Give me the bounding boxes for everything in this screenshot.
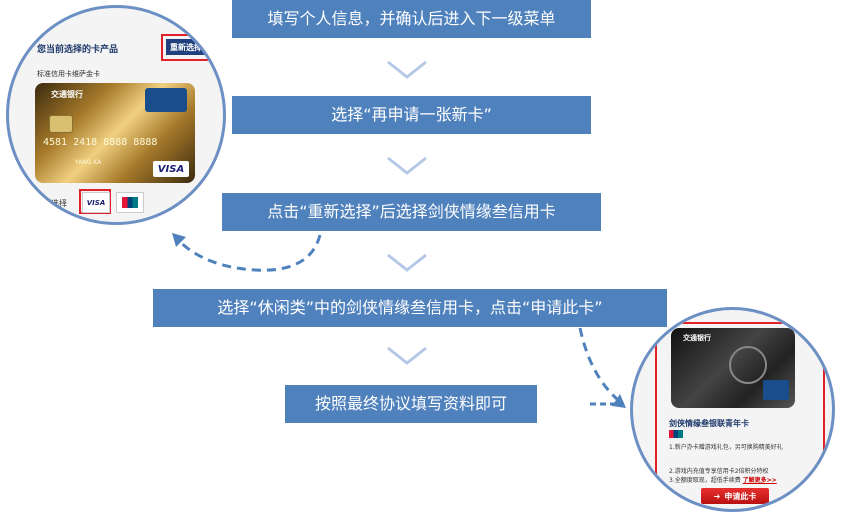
apply-button-label: 申请此卡 <box>724 491 756 502</box>
card-name: 标准信用卡维萨金卡 <box>37 69 100 79</box>
benefit-2: 2.游戏内充值专享信用卡2倍积分特权 <box>669 466 769 475</box>
step-2-box: 选择“再申请一张新卡” <box>232 96 591 134</box>
visa-option[interactable]: VISA <box>82 192 110 213</box>
chevron-down-icon <box>385 252 429 274</box>
chip-icon <box>49 115 73 133</box>
visa-card-logo: VISA <box>153 161 189 177</box>
black-card-image: 交通银行 <box>671 328 795 408</box>
unionpay-badge-icon <box>763 380 789 400</box>
unionpay-option-icon <box>122 197 138 208</box>
unionpay-badge-icon <box>145 88 187 112</box>
step-1-box: 填写个人信息，并确认后进入下一级菜单 <box>232 0 591 38</box>
gold-card-image: 交通银行 4581 2418 8888 8888 YANG KA VISA <box>35 83 195 183</box>
unionpay-small-icon <box>669 430 683 438</box>
card-holder: YANG KA <box>75 159 101 166</box>
step-3-label: 点击“重新选择”后选择剑侠情缘叁信用卡 <box>267 204 556 220</box>
benefit-3: 3.全额度取现，超低手续费 了解更多>> <box>669 475 777 484</box>
step-4-label: 选择“休闲类”中的剑侠情缘叁信用卡，点击“申请此卡” <box>217 300 602 316</box>
apply-button[interactable]: ➔ 申请此卡 <box>701 488 769 504</box>
benefit-1-text: 1.新户办卡赠游戏礼包，另可换购精美好礼 <box>669 444 783 451</box>
reselect-button[interactable]: 重新选择 <box>166 39 206 55</box>
card-title: 剑侠情缘叁银联青年卡 <box>669 418 749 429</box>
learn-more-link[interactable]: 了解更多>> <box>743 477 777 484</box>
unionpay-option[interactable] <box>116 192 144 213</box>
step-5-box: 按照最终协议填写资料即可 <box>285 385 537 423</box>
chevron-down-icon <box>385 345 429 367</box>
selected-product-header: 您当前选择的卡产品 <box>37 42 118 55</box>
visa-option-label: VISA <box>87 199 105 207</box>
chevron-down-icon <box>385 155 429 177</box>
step-2-label: 选择“再申请一张新卡” <box>331 107 492 123</box>
card-bank-name: 交通银行 <box>51 89 83 100</box>
card-number: 4581 2418 8888 8888 <box>43 137 157 148</box>
black-card-bank: 交通银行 <box>683 333 711 343</box>
visa-card-logo-text: VISA <box>158 164 184 175</box>
step-5-label: 按照最终协议填写资料即可 <box>315 396 507 412</box>
dashed-arrow-left <box>160 225 340 285</box>
apply-arrow-icon: ➔ <box>714 492 721 501</box>
benefit-3-text: 3.全额度取现，超低手续费 <box>669 477 741 484</box>
left-zoom-circle: 您当前选择的卡产品 重新选择 标准信用卡维萨金卡 交通银行 4581 2418 … <box>6 5 226 225</box>
benefit-1: 1.新户办卡赠游戏礼包，另可换购精美好礼 <box>669 444 791 452</box>
chevron-down-icon <box>385 59 429 81</box>
card-org-label: 卡组织选择 <box>27 198 67 209</box>
dragon-emblem-icon <box>729 346 767 384</box>
reselect-button-label: 重新选择 <box>170 42 202 53</box>
dashed-arrow-stub <box>588 396 628 412</box>
right-zoom-circle: 交通银行 剑侠情缘叁银联青年卡 1.新户办卡赠游戏礼包，另可换购精美好礼 2.游… <box>630 307 835 512</box>
step-1-label: 填写个人信息，并确认后进入下一级菜单 <box>267 11 555 27</box>
